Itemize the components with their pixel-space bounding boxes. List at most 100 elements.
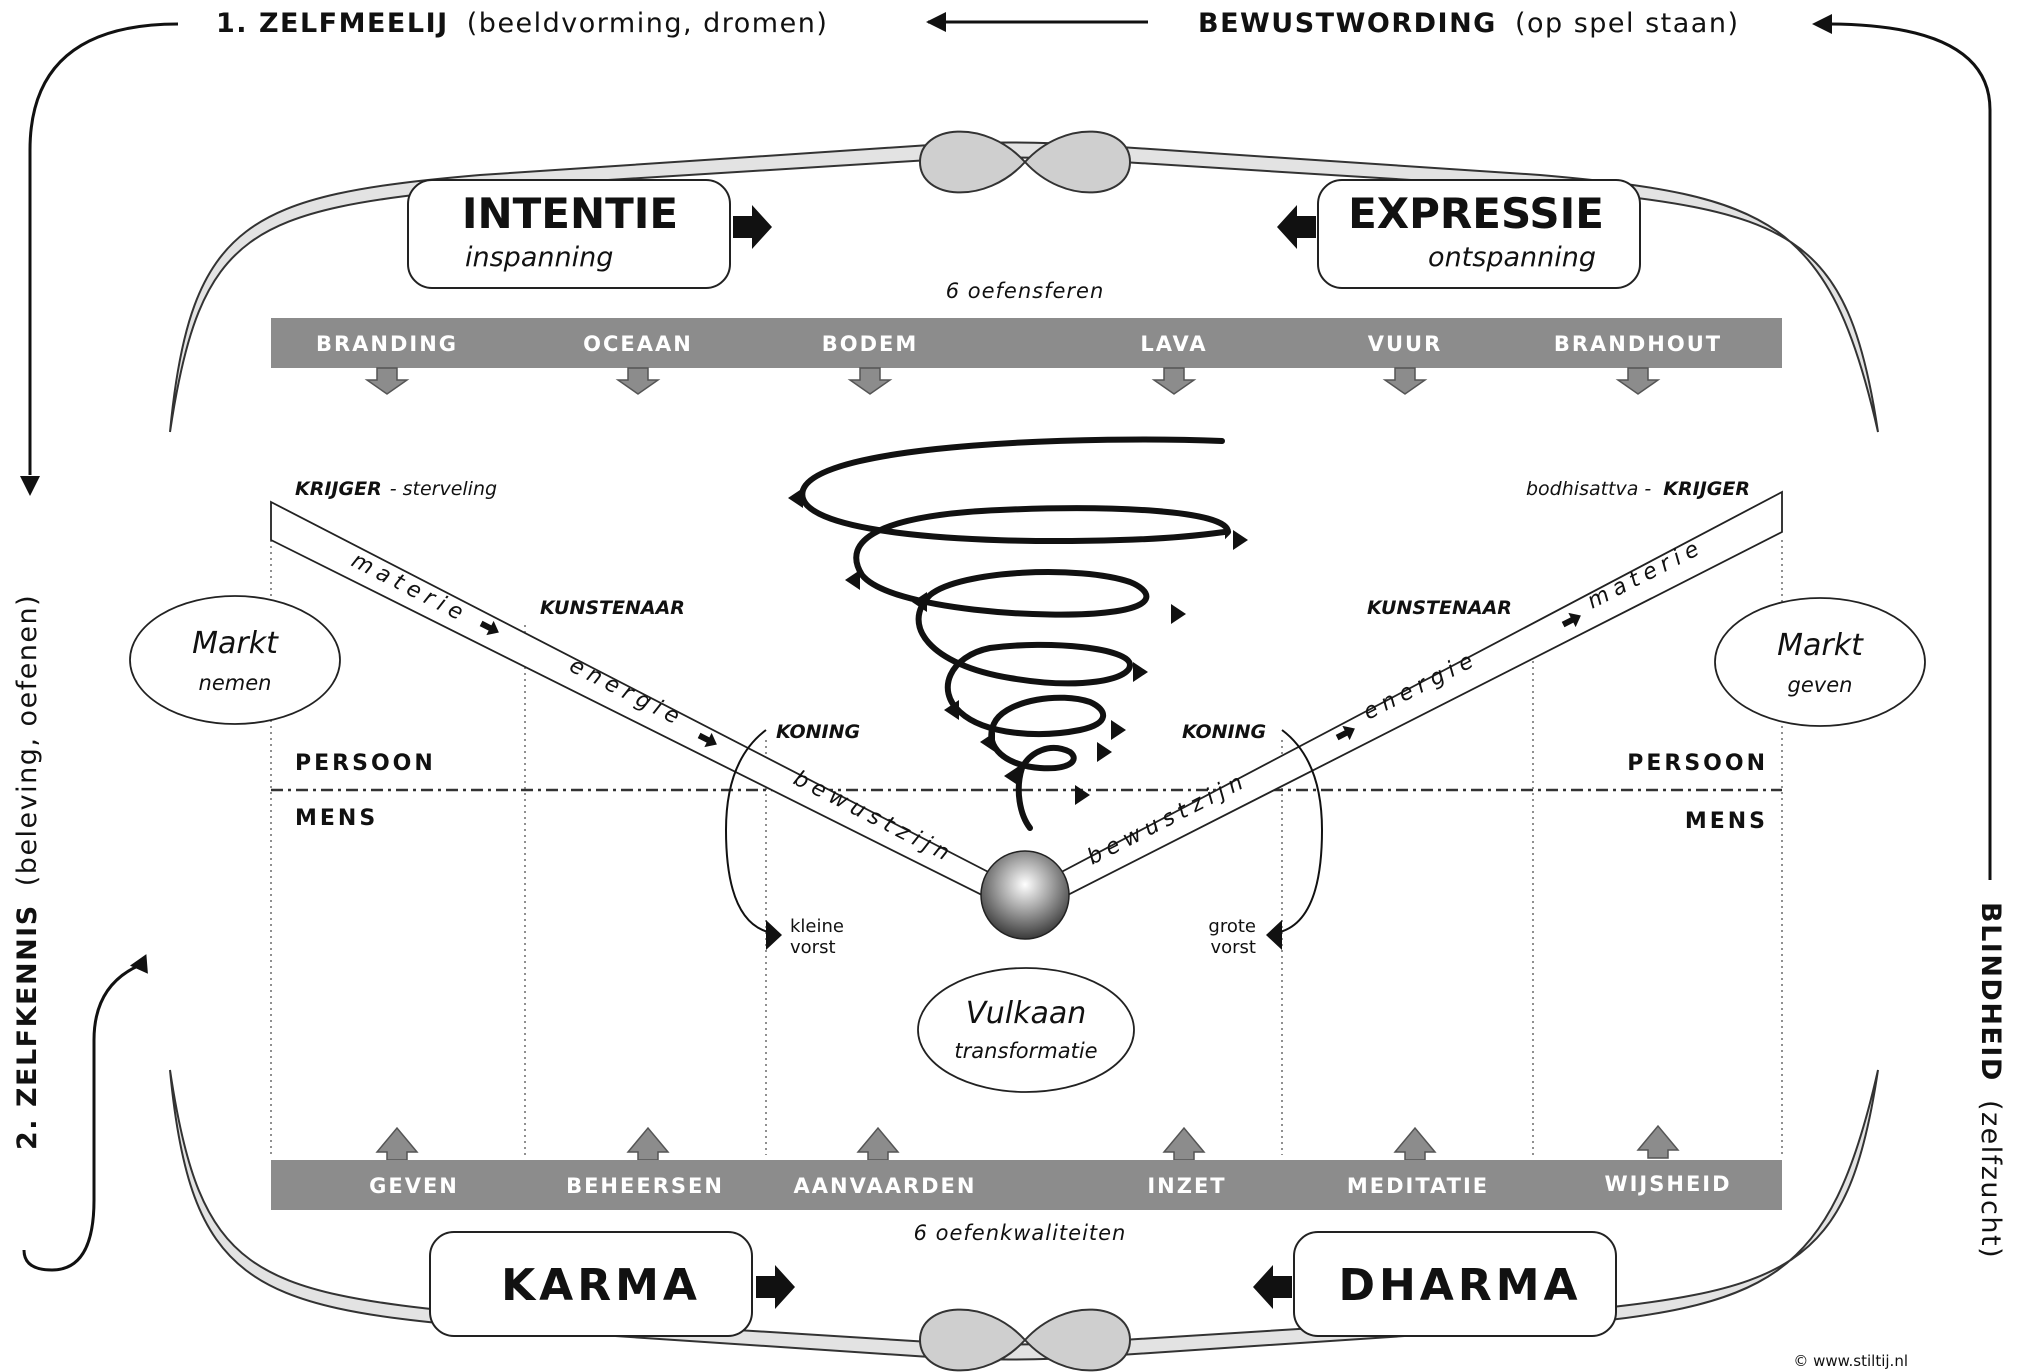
up-arrow-icon xyxy=(1636,1124,1680,1159)
sphere-bodem: BODEM xyxy=(822,332,919,356)
spiral-vortex xyxy=(799,436,1232,831)
left-persoon-label: PERSOON xyxy=(295,751,436,776)
right-markt-sub: geven xyxy=(1788,673,1853,697)
spiral-arrowhead-icon xyxy=(788,488,803,508)
spheres-down-arrows xyxy=(364,367,1661,395)
sphere-branding: BRANDING xyxy=(316,332,458,356)
right-kunstenaar-label: KUNSTENAAR xyxy=(1367,597,1512,619)
dharma-title: DHARMA xyxy=(1338,1260,1581,1311)
blindheid-note: (zelfzucht) xyxy=(1975,1100,2006,1259)
cycle-arrowhead-left xyxy=(20,476,40,496)
cycle-left-label: 2. ZELFKENNIS (beleving, oefenen) xyxy=(12,594,43,1150)
spiral-arrowhead-icon xyxy=(980,732,995,752)
kleine-vorst-arrowhead-icon xyxy=(766,920,782,950)
right-persoon-label: PERSOON xyxy=(1627,751,1768,776)
cycle-top-left-label: 1. ZELFMEELIJ (beeldvorming, dromen) xyxy=(216,8,828,39)
vulkaan-sub: transformatie xyxy=(954,1039,1097,1063)
cycle-arrow-right xyxy=(1829,22,1992,880)
spiral-arrowhead-icon xyxy=(912,592,927,612)
up-arrow-icon xyxy=(1162,1126,1206,1161)
down-arrow-icon xyxy=(1382,367,1428,395)
left-krijger-label: KRIJGER- sterveling xyxy=(295,478,497,500)
intentie-title: INTENTIE xyxy=(462,189,678,238)
down-arrow-icon xyxy=(1615,367,1661,395)
grote-vorst-arrowhead-icon xyxy=(1266,920,1282,950)
quality-wijsheid: WIJSHEID xyxy=(1604,1172,1731,1196)
copyright-label: © www.stiltij.nl xyxy=(1793,1352,1908,1370)
karma-title: KARMA xyxy=(501,1260,701,1311)
bewustwording-label: BEWUSTWORDING xyxy=(1198,8,1497,39)
spiral-arrowhead-icon xyxy=(944,700,959,720)
quality-geven: GEVEN xyxy=(369,1174,459,1198)
cycle-arrowhead-top xyxy=(926,12,946,32)
svg-text:BLINDHEID (zelfzucht): BLINDHEID (zelfzucht) xyxy=(1975,902,2006,1259)
left-mens-label: MENS xyxy=(295,806,378,831)
spiral-arrowhead-icon xyxy=(1004,766,1019,786)
up-arrow-icon xyxy=(626,1126,670,1161)
expressie-title: EXPRESSIE xyxy=(1348,189,1604,238)
dharma-box: DHARMA xyxy=(1253,1231,1617,1337)
right-energie-arrow-icon xyxy=(1335,725,1355,741)
intentie-arrow-icon xyxy=(733,205,772,249)
left-energie-arrow-icon xyxy=(697,732,717,748)
spiral-arrowhead-icon xyxy=(1097,742,1112,762)
qualities-up-arrows xyxy=(375,1124,1680,1161)
intentie-box: INTENTIE inspanning xyxy=(407,179,772,289)
spiral-arrowhead-icon xyxy=(1133,662,1148,682)
sphere-lava: LAVA xyxy=(1140,332,1207,356)
down-arrow-icon xyxy=(615,367,661,395)
left-koning-label: KONING xyxy=(776,721,860,743)
spiral-arrowhead-icon xyxy=(845,570,860,590)
zelfmeelij-note: (beeldvorming, dromen) xyxy=(467,8,829,39)
zelfkennis-note: (beleving, oefenen) xyxy=(12,594,43,886)
left-markt-sub: nemen xyxy=(199,671,272,695)
cycle-right-label: BLINDHEID (zelfzucht) xyxy=(1975,902,2006,1259)
left-markt-title: Markt xyxy=(192,626,279,661)
kleine-vorst-arrow xyxy=(724,729,769,933)
expressie-arrow-icon xyxy=(1277,205,1316,249)
spheres-bar xyxy=(271,318,1782,368)
spheres-caption: 6 oefensferen xyxy=(946,279,1105,303)
right-beam-bewustzijn: bewustzijn xyxy=(1083,768,1252,871)
left-markt-ellipse: Markt nemen xyxy=(129,595,341,725)
qualities-bar xyxy=(271,1160,1782,1210)
blindheid-label: BLINDHEID xyxy=(1975,902,2006,1082)
svg-text:BEWUSTWORDING (op spel s: BEWUSTWORDING (op spel staan) xyxy=(1198,8,1740,39)
cycle-arrowhead-bottom-left xyxy=(129,954,148,974)
zelfmeelij-label: 1. ZELFMEELIJ xyxy=(216,8,449,39)
karma-arrow-icon xyxy=(756,1265,795,1309)
expressie-sub: ontspanning xyxy=(1428,242,1596,273)
vulkaan-ellipse: Vulkaan transformatie xyxy=(917,967,1135,1093)
right-markt-ellipse: Markt geven xyxy=(1714,597,1926,727)
quality-inzet: INZET xyxy=(1147,1174,1226,1198)
spiral-arrowheads xyxy=(788,488,1248,805)
spiral-arrowhead-icon xyxy=(1075,785,1090,805)
svg-text:2. ZELFKENNIS (beleving,: 2. ZELFKENNIS (beleving, oefenen) xyxy=(12,594,43,1150)
cycle-arrow-bottom-left xyxy=(22,963,141,1272)
expressie-box: EXPRESSIE ontspanning xyxy=(1277,179,1641,289)
karma-box: KARMA xyxy=(429,1231,795,1337)
cycle-top-right-label: BEWUSTWORDING (op spel staan) xyxy=(1198,8,1740,39)
quality-meditatie: MEDITATIE xyxy=(1347,1174,1489,1198)
quality-beheersen: BEHEERSEN xyxy=(566,1174,724,1198)
spiral-arrowhead-icon xyxy=(1111,720,1126,740)
sphere-brandhout: BRANDHOUT xyxy=(1554,332,1722,356)
quality-aanvaarden: AANVAARDEN xyxy=(794,1174,977,1198)
vulkaan-core-sphere xyxy=(980,850,1070,940)
right-krijger-label: bodhisattva -KRIJGER xyxy=(1526,478,1750,500)
grote-vorst-arrow xyxy=(1279,729,1324,933)
down-arrow-icon xyxy=(364,367,410,395)
spiral-arrowhead-icon xyxy=(1233,530,1248,550)
cycle-arrowhead-right xyxy=(1812,14,1832,34)
zelfkennis-label: 2. ZELFKENNIS xyxy=(12,904,43,1150)
down-arrow-icon xyxy=(847,367,893,395)
left-materie-arrow-icon xyxy=(479,620,499,636)
spiral-arrowhead-icon xyxy=(1171,604,1186,624)
up-arrow-icon xyxy=(1393,1126,1437,1161)
right-markt-title: Markt xyxy=(1777,628,1864,663)
svg-text:1. ZELFMEELIJ (beeldvorm: 1. ZELFMEELIJ (beeldvorming, dromen) xyxy=(216,8,828,39)
